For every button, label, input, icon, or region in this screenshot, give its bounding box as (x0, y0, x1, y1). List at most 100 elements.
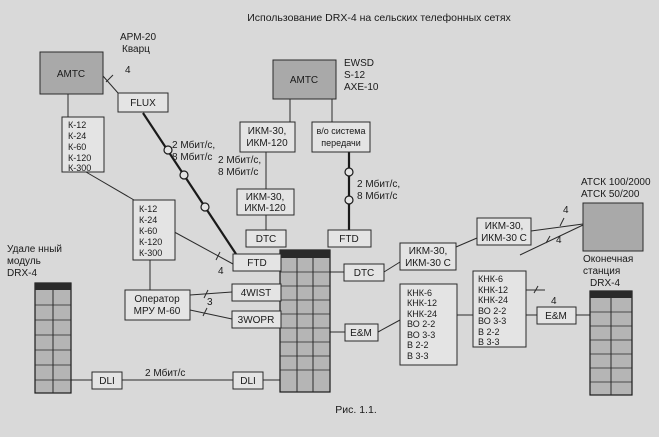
svg-text:ВО 2-2: ВО 2-2 (478, 306, 506, 316)
flux-box: FLUX (117, 92, 169, 113)
svg-text:передачи: передачи (321, 138, 360, 148)
link-op-3wopr (189, 309, 233, 320)
svg-text:ИКМ-120: ИКМ-120 (246, 138, 288, 149)
k-list-1: К-12 К-24 К-60 К-120 К-300 (61, 116, 105, 173)
channel-ticks (105, 74, 565, 317)
figure-caption: Рис. 1.1. (335, 404, 376, 416)
svg-text:DTC: DTC (256, 234, 277, 245)
svg-text:FLUX: FLUX (130, 98, 156, 109)
label-mbit-center-1: 2 Мбит/с, (218, 154, 261, 166)
label-four-atsk-a: 4 (563, 205, 569, 216)
svg-text:DTC: DTC (354, 268, 375, 279)
link-dtc-ikm30c (383, 261, 401, 273)
ikm30c-box-middle: ИКМ-30, ИКМ-30 С (399, 242, 457, 271)
label-atsk-1: АТСК 100/2000 (581, 177, 651, 188)
svg-text:E&M: E&M (545, 311, 567, 322)
dli-box-left: DLI (91, 371, 123, 390)
link-flux-ftd (142, 112, 237, 255)
em-box-left: E&M (344, 323, 379, 342)
svg-text:К-24: К-24 (68, 131, 86, 141)
svg-text:3WOPR: 3WOPR (238, 315, 275, 326)
label-mbit-right-1: 2 Мбит/с, (357, 178, 400, 190)
svg-text:МРУ М-60: МРУ М-60 (134, 306, 181, 317)
svg-text:ВО 3-3: ВО 3-3 (407, 330, 435, 340)
link-op-4wist (189, 291, 233, 296)
diagram-title: Использование DRX-4 на сельских телефонн… (247, 12, 511, 24)
operator-box: Оператор МРУ М-60 (124, 289, 191, 321)
link-knk2-atsk (519, 224, 584, 256)
dtc-top-box: DTC (245, 229, 287, 248)
svg-text:КНК-24: КНК-24 (478, 295, 508, 305)
label-axe10: AXE-10 (344, 82, 379, 93)
svg-text:ИКМ-30,: ИКМ-30, (246, 192, 285, 203)
dtc-right-box: DTC (343, 263, 385, 282)
ikm30c-box-right: ИКМ-30, ИКМ-30 С (476, 217, 532, 246)
link-ikm30c2-atsk (530, 223, 584, 232)
svg-text:FTD: FTD (247, 258, 266, 269)
svg-text:DLI: DLI (99, 376, 115, 387)
amts-ewsd: АМТС (272, 59, 337, 100)
link-ikm30c-ikm30c2 (455, 237, 478, 248)
svg-text:DLI: DLI (240, 376, 256, 387)
svg-text:К-12: К-12 (68, 120, 86, 130)
svg-text:В 2-2: В 2-2 (407, 340, 429, 350)
dli-box-right: DLI (232, 371, 264, 390)
svg-text:ВО 3-3: ВО 3-3 (478, 316, 506, 326)
label-terminal-1: Оконечная (583, 254, 633, 265)
fourwist-box: 4WIST (231, 283, 282, 302)
label-four-atsk-b: 4 (556, 235, 562, 246)
ftd-top-box: FTD (327, 229, 372, 248)
label-terminal-3: DRX-4 (590, 278, 620, 289)
ikm-box-lower: ИКМ-30, ИКМ-120 (236, 188, 295, 216)
knk-list-right: КНК-6 КНК-12 КНК-24 ВО 2-2 ВО 3-3 В 2-2 … (472, 270, 527, 348)
label-remote-3: DRX-4 (7, 268, 37, 279)
label-s12: S-12 (344, 70, 366, 81)
label-remote-1: Удале нный (7, 244, 62, 255)
svg-text:ИКМ-30,: ИКМ-30, (248, 126, 287, 137)
svg-text:ИКМ-120: ИКМ-120 (244, 203, 286, 214)
svg-text:К-60: К-60 (68, 142, 86, 152)
link-amts-flux (102, 75, 119, 94)
svg-text:ИКМ-30,: ИКМ-30, (409, 246, 448, 257)
label-mbit-left-1: 2 Мбит/с, (172, 139, 215, 151)
label-three: 3 (207, 297, 213, 308)
knk-list-middle: КНК-6 КНК-12 КНК-24 ВО 2-2 ВО 3-3 В 2-2 … (399, 283, 458, 366)
svg-text:ВО 2-2: ВО 2-2 (407, 319, 435, 329)
svg-text:К-120: К-120 (139, 237, 162, 247)
label-mbit-right-2: 8 Мбит/с (357, 190, 397, 202)
vo-system-box: в/о система передачи (311, 121, 371, 153)
fiber-markers (163, 145, 354, 212)
label-atsk-2: АТСК 50/200 (581, 189, 640, 200)
atsk-box (582, 202, 644, 252)
label-remote-2: модуль (7, 256, 41, 267)
svg-text:К-300: К-300 (139, 248, 162, 258)
amts-left: АМТС (39, 51, 104, 95)
svg-text:В 3-3: В 3-3 (478, 337, 500, 347)
label-four-a: 4 (125, 65, 131, 76)
label-four-ftd: 4 (218, 266, 224, 277)
svg-text:4WIST: 4WIST (241, 288, 272, 299)
svg-text:К-120: К-120 (68, 153, 91, 163)
em-box-right: E&M (536, 306, 577, 325)
svg-text:В 3-3: В 3-3 (407, 351, 429, 361)
svg-text:К-300: К-300 (68, 163, 91, 173)
svg-text:КНК-24: КНК-24 (407, 309, 437, 319)
svg-text:ИКМ-30 С: ИКМ-30 С (405, 258, 451, 269)
svg-text:ИКМ-30,: ИКМ-30, (485, 221, 524, 232)
svg-text:АМТС: АМТС (57, 69, 85, 80)
svg-text:FTD: FTD (339, 234, 358, 245)
label-four-em: 4 (551, 296, 557, 307)
k-list-2: К-12 К-24 К-60 К-120 К-300 (132, 199, 176, 261)
label-arm20: АРМ-20 (120, 32, 156, 43)
label-mbit-center-2: 8 Мбит/с (218, 166, 258, 178)
svg-text:К-60: К-60 (139, 226, 157, 236)
remote-module-cabinet (34, 282, 72, 394)
svg-text:КНК-12: КНК-12 (478, 285, 508, 295)
central-switch-cabinet (279, 249, 331, 393)
svg-text:АМТС: АМТС (290, 75, 318, 86)
link-klist-klist (85, 171, 135, 201)
link-k2-ftd (166, 227, 234, 265)
label-ewsd: EWSD (344, 58, 374, 69)
svg-text:КНК-12: КНК-12 (407, 298, 437, 308)
